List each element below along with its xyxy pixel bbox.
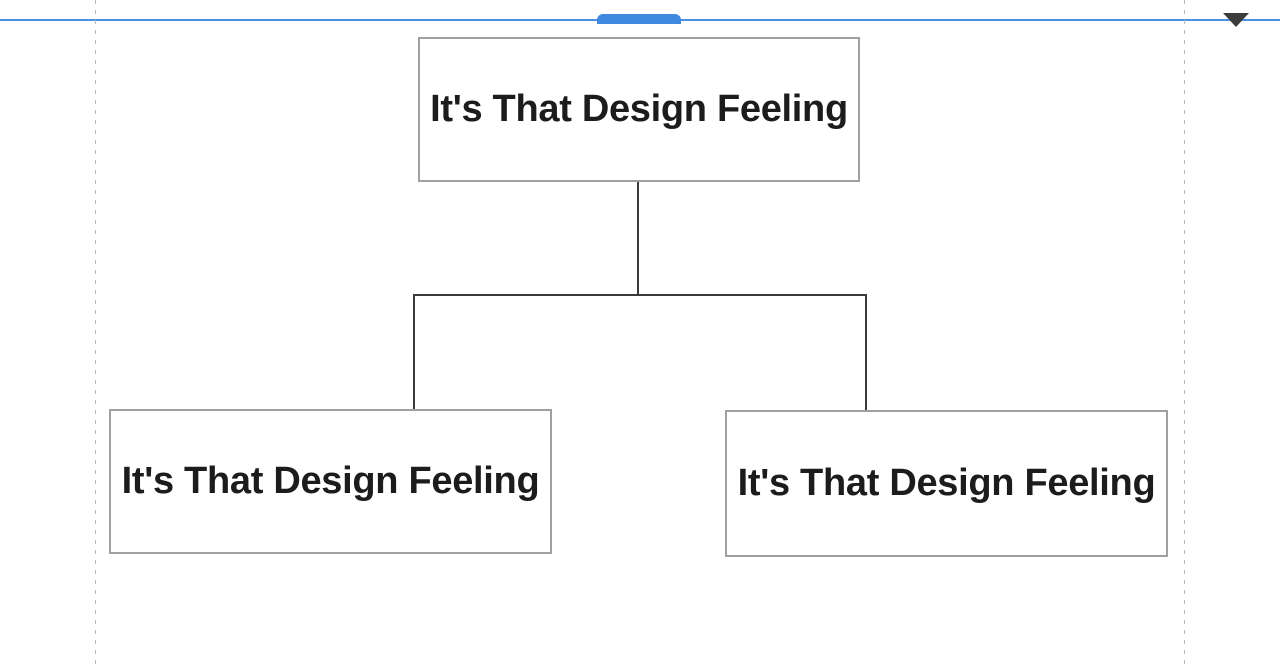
chevron-down-icon[interactable] xyxy=(1223,13,1249,27)
node-root[interactable]: It's That Design Feeling xyxy=(418,37,860,182)
connector-root-trunk xyxy=(637,181,639,296)
collapse-panel-handle[interactable] xyxy=(597,13,1249,27)
connector-drop-left xyxy=(413,294,415,410)
node-child-left-label: It's That Design Feeling xyxy=(121,459,540,502)
alignment-guide-left xyxy=(95,0,96,665)
alignment-guide-right xyxy=(1184,0,1185,665)
node-child-right-label: It's That Design Feeling xyxy=(737,461,1156,504)
connector-drop-right xyxy=(865,294,867,412)
node-child-right[interactable]: It's That Design Feeling xyxy=(725,410,1168,557)
node-root-label: It's That Design Feeling xyxy=(430,87,848,130)
node-child-left[interactable]: It's That Design Feeling xyxy=(109,409,552,554)
connector-crossbar xyxy=(413,294,867,296)
